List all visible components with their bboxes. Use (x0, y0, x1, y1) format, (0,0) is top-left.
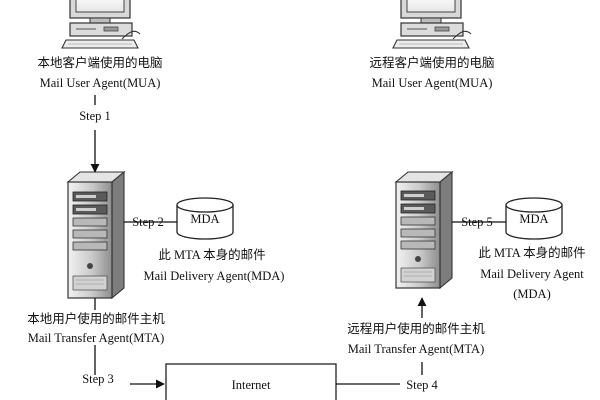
local-client-agent: Mail User Agent(MUA) (39, 76, 161, 90)
remote-mda-label: MDA (519, 212, 549, 226)
local-mda-agent: Mail Delivery Agent(MDA) (143, 269, 285, 283)
step-1-label: Step 1 (79, 109, 111, 123)
local-client-caption: 本地客户端使用的电脑 (37, 56, 163, 70)
remote-client-agent: Mail User Agent(MUA) (371, 76, 493, 90)
remote-server-caption: 远程用户使用的邮件主机 (347, 322, 485, 336)
step-3-label: Step 3 (82, 372, 114, 386)
internet-label: Internet (231, 378, 271, 392)
local-computer-icon (61, 0, 141, 49)
remote-computer-icon (392, 0, 472, 49)
local-mda-label: MDA (190, 212, 220, 226)
remote-client-caption: 远程客户端使用的电脑 (369, 56, 495, 70)
internet-box (165, 363, 337, 400)
remote-mda-agent-line1: Mail Delivery Agent (480, 267, 584, 281)
remote-mda-caption: 此 MTA 本身的邮件 (478, 246, 586, 260)
local-server-icon (66, 170, 126, 300)
remote-server-agent: Mail Transfer Agent(MTA) (347, 342, 485, 356)
step-2-label: Step 2 (132, 215, 164, 229)
step-4-label: Step 4 (406, 378, 438, 392)
step-5-label: Step 5 (461, 215, 493, 229)
remote-mda-agent-line2: (MDA) (513, 287, 551, 301)
local-server-agent: Mail Transfer Agent(MTA) (27, 331, 165, 345)
local-server-caption: 本地用户使用的邮件主机 (27, 312, 165, 326)
remote-server-icon (394, 170, 454, 290)
remote-mda-cylinder (505, 197, 563, 240)
local-mda-caption: 此 MTA 本身的邮件 (158, 248, 266, 262)
local-mda-cylinder (176, 197, 234, 240)
